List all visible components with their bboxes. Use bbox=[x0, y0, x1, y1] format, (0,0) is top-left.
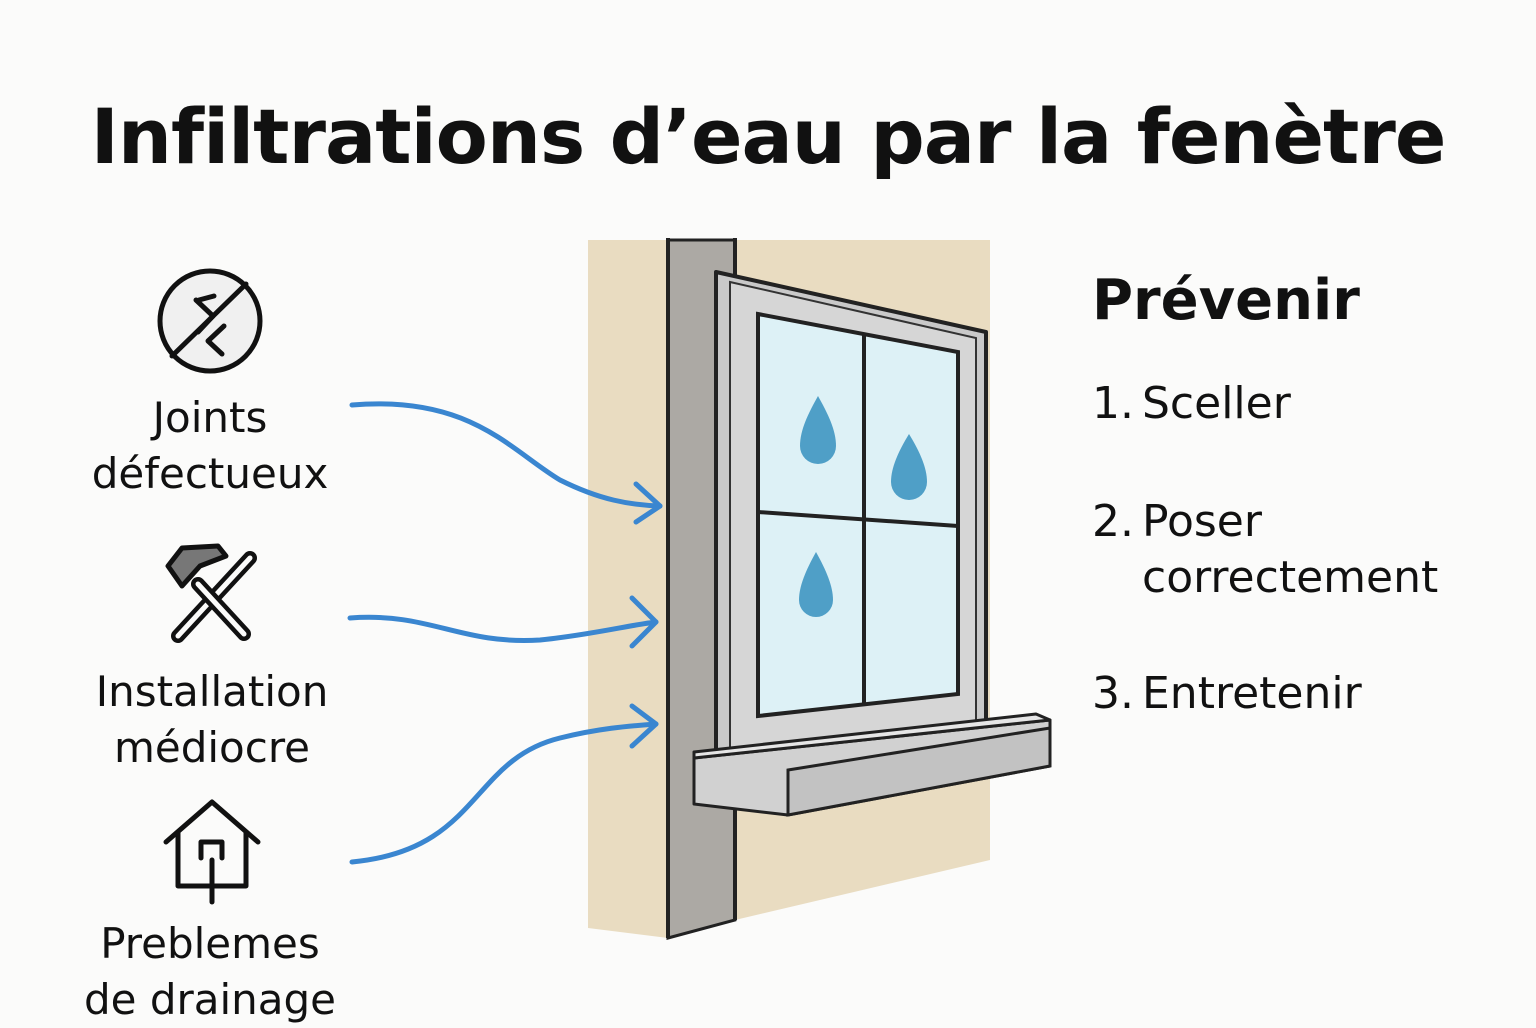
cause-label-line: médiocre bbox=[113, 723, 311, 772]
page-title: Infiltrations d’eau par la fenètre bbox=[90, 92, 1447, 181]
step-text: Poser bbox=[1142, 496, 1262, 547]
cause-label-line: Preblemes bbox=[100, 919, 320, 968]
prevention-step: 2. Poser correctement bbox=[1092, 494, 1438, 606]
cause-label-line: Joints bbox=[152, 393, 268, 442]
prevention-step: 1. Sceller bbox=[1092, 376, 1291, 432]
broken-joint-icon bbox=[157, 268, 263, 374]
cause-joints: Joints défectueux bbox=[60, 390, 360, 502]
step-number: 2. bbox=[1092, 496, 1134, 547]
window-sill bbox=[692, 712, 1052, 817]
arrow-drainage bbox=[349, 721, 659, 865]
water-drops bbox=[799, 396, 927, 617]
cause-installation: Installation médiocre bbox=[62, 664, 362, 776]
step-number: 1. bbox=[1092, 378, 1134, 429]
step-text: correctement bbox=[1142, 552, 1439, 603]
window-glass bbox=[756, 311, 960, 719]
cause-label-line: Installation bbox=[95, 667, 329, 716]
hammer-tools-icon bbox=[165, 543, 257, 643]
leak-arrows bbox=[347, 401, 663, 865]
prevention-step: 3. Entretenir bbox=[1092, 666, 1362, 722]
cause-label-line: défectueux bbox=[91, 449, 329, 498]
step-number: 3. bbox=[1092, 668, 1134, 719]
step-text: Entretenir bbox=[1142, 668, 1362, 719]
prevention-title: Prévenir bbox=[1092, 268, 1360, 333]
arrow-joints bbox=[349, 401, 663, 509]
arrow-installation bbox=[347, 614, 659, 644]
cause-drainage: Preblemes de drainage bbox=[60, 916, 360, 1028]
cause-label-line: de drainage bbox=[83, 975, 337, 1024]
house-drain-icon bbox=[163, 799, 261, 905]
step-text: Sceller bbox=[1142, 378, 1291, 429]
